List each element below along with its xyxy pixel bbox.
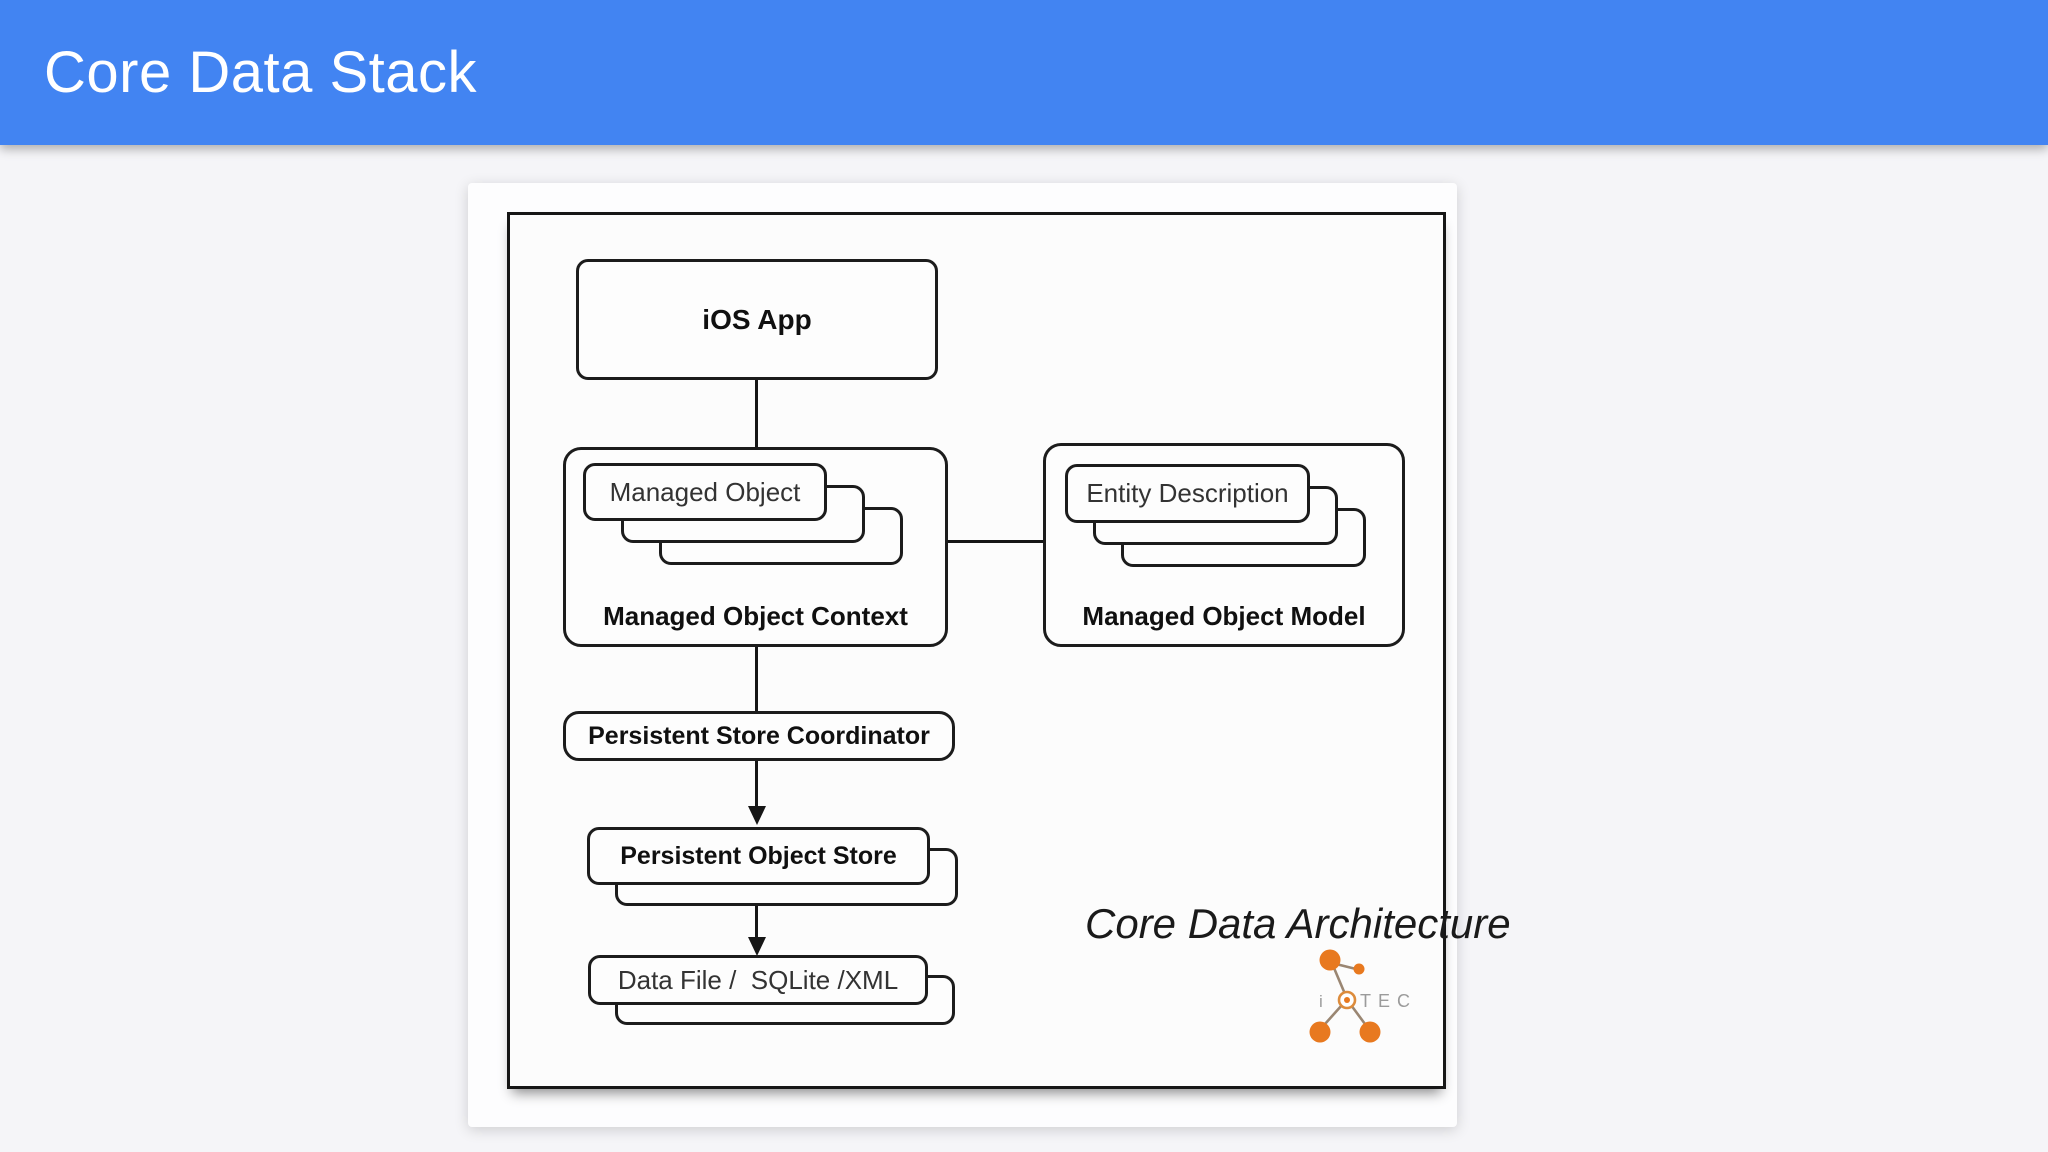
connector-moc-psc [755, 646, 758, 712]
molecule-bonds [1324, 962, 1367, 1025]
node-ios-app: iOS App [576, 259, 938, 380]
molecule-atom-top [1319, 949, 1341, 971]
node-persistent-object-store: Persistent Object Store [587, 827, 930, 885]
managed-object-model-label: Managed Object Model [1082, 601, 1366, 631]
node-managed-object: Managed Object [583, 463, 827, 521]
connector-moc-mom [946, 540, 1044, 543]
arrowhead-psc-pos [748, 806, 766, 825]
node-persistent-store-coordinator: Persistent Store Coordinator [563, 711, 955, 761]
node-data-file: Data File / SQLite /XML [588, 955, 928, 1005]
molecule-ring-core [1344, 997, 1350, 1003]
diagram-caption: Core Data Architecture [1085, 900, 1511, 947]
connector-iosapp-moc [755, 380, 758, 448]
page-title: Core Data Stack [44, 40, 478, 105]
iqtec-logo-icon: i TEC [1309, 949, 1417, 1043]
molecule-atom-small [1353, 963, 1365, 975]
node-entity-description: Entity Description [1065, 464, 1310, 523]
molecule-atom-bottom-left [1309, 1021, 1331, 1043]
logo-letters-tec: TEC [1360, 991, 1417, 1011]
logo-letter-i: i [1319, 992, 1323, 1011]
managed-object-context-label: Managed Object Context [603, 601, 908, 631]
arrowhead-pos-datafile [748, 937, 766, 956]
connector-pos-datafile [755, 884, 758, 938]
molecule-atom-bottom-right [1359, 1021, 1381, 1043]
connector-psc-pos [755, 760, 758, 808]
app-bar: Core Data Stack [0, 0, 2048, 145]
